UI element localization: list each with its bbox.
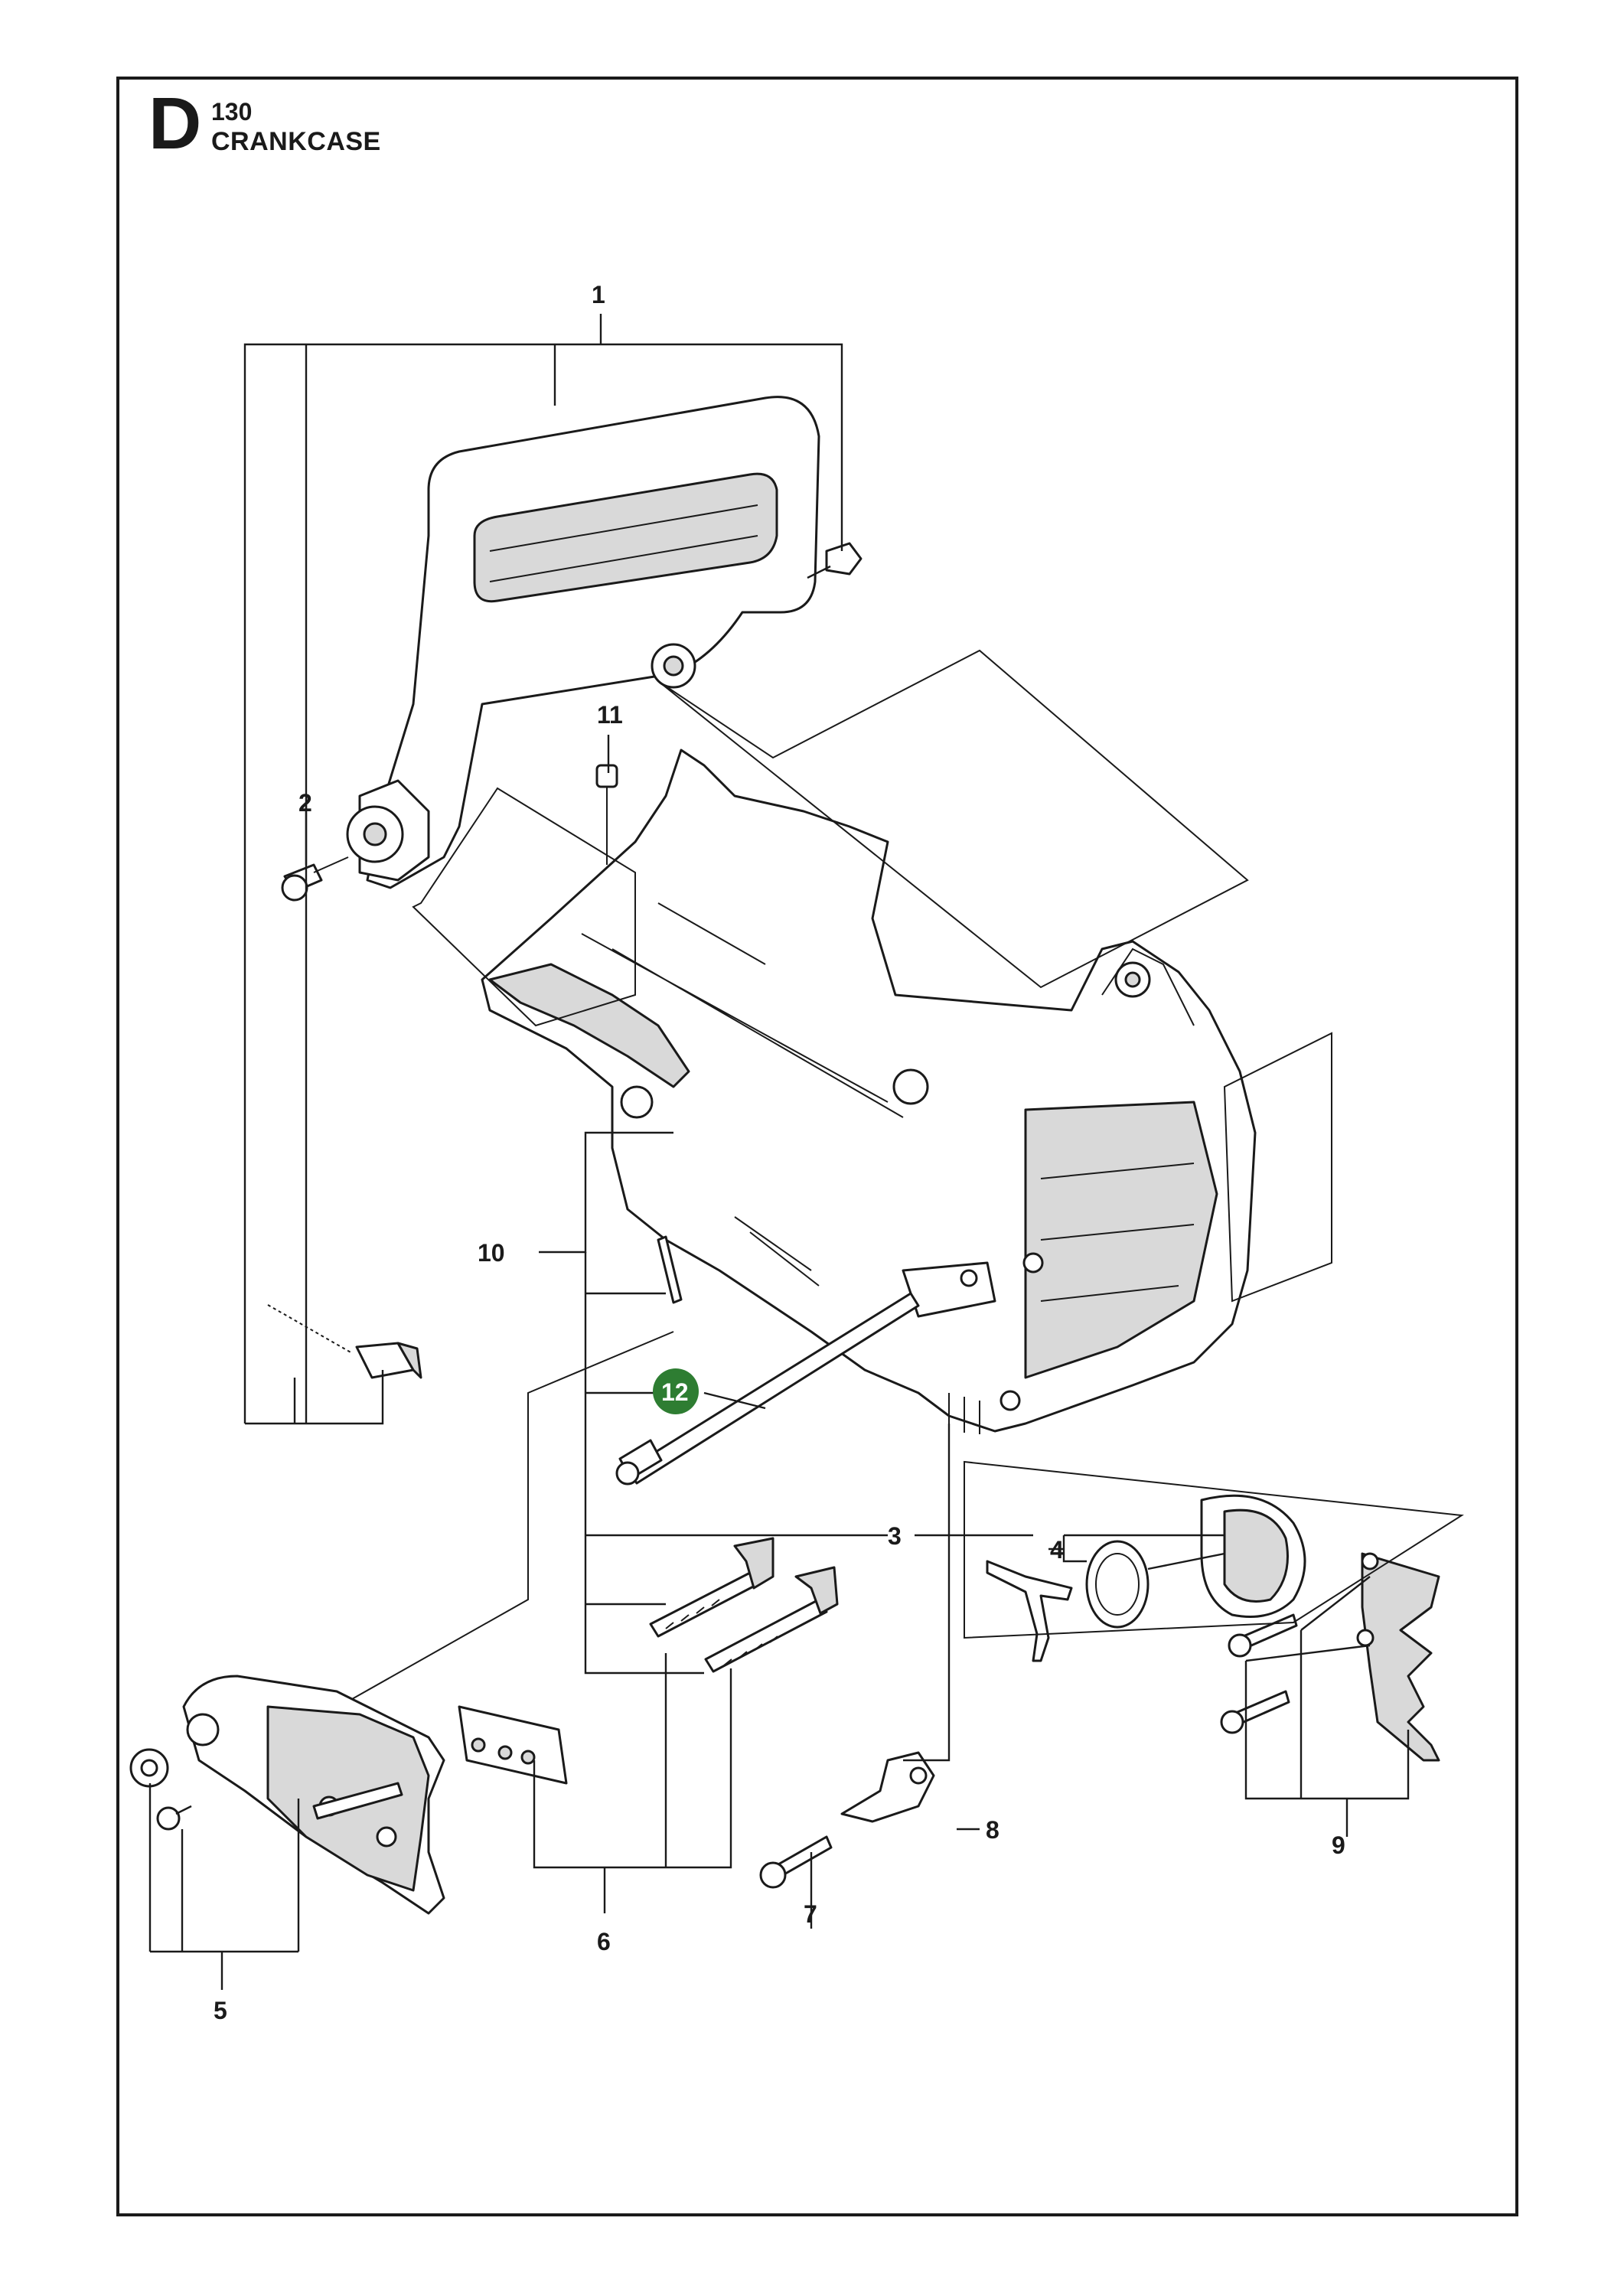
callout-label: 9 <box>1332 1831 1345 1859</box>
page-title: CRANKCASE <box>211 127 381 156</box>
callout-label: 2 <box>298 789 312 817</box>
callout-label: 10 <box>478 1239 505 1267</box>
oil-pump-part <box>986 1494 1306 1662</box>
callout-label: 8 <box>986 1816 1000 1844</box>
callout-label: 1 <box>592 281 605 308</box>
callout-label: 3 <box>888 1522 902 1550</box>
side-cover-part <box>129 1675 445 1915</box>
leader-lines <box>148 314 1464 1990</box>
front-handle-part <box>281 396 863 902</box>
callout-label: 7 <box>804 1900 817 1928</box>
callout-label: 11 <box>597 701 623 729</box>
crankcase-body <box>481 748 1257 1434</box>
chain-tensioner-spring <box>267 1235 683 1379</box>
chain-catcher-part <box>759 1751 935 1889</box>
callout-labels: 1 2 3 4 5 6 7 8 9 10 11 12 <box>214 281 1345 2024</box>
diagram-frame <box>116 77 1518 2216</box>
guide-plate-part <box>458 1705 568 1785</box>
callout-label: 4 <box>1050 1536 1064 1564</box>
callout-label: 5 <box>214 1997 227 2024</box>
highlight-badge <box>653 1368 699 1414</box>
callout-label: 6 <box>597 1928 611 1955</box>
highlighted-callout-12: 12 <box>653 1368 699 1414</box>
long-bolt-part <box>615 1292 920 1486</box>
plug-part <box>595 764 618 865</box>
page-number: 130 <box>211 98 253 126</box>
bar-bolts-part <box>649 1537 839 1673</box>
section-letter: D <box>148 83 202 165</box>
callout-label: 12 <box>661 1378 689 1406</box>
